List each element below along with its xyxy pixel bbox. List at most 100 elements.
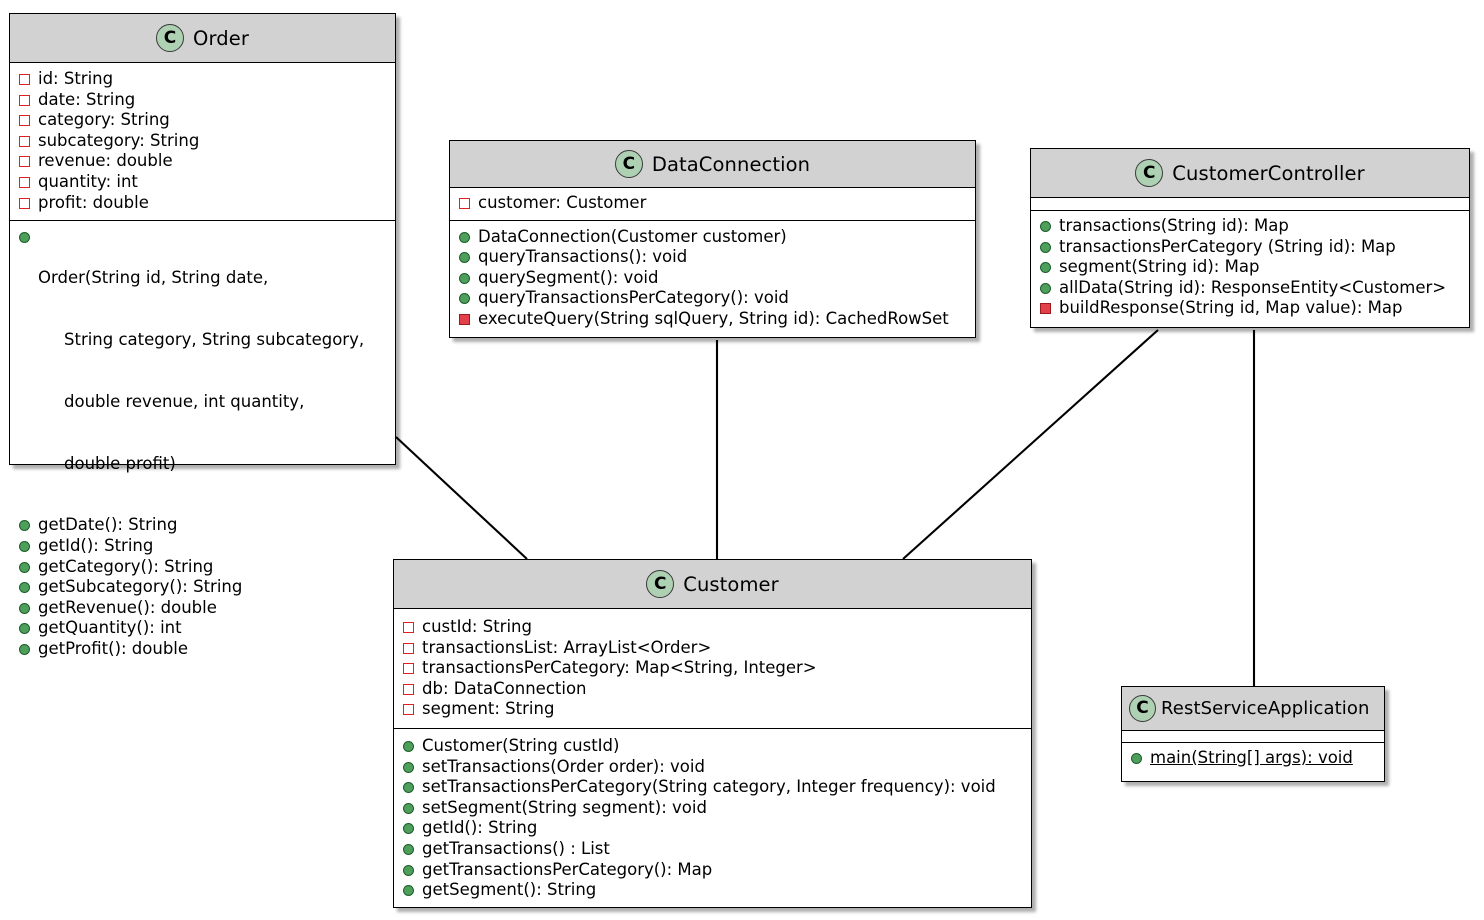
methods-compartment-order: Order(String id, String date, String cat… [10,221,395,666]
class-box-dataconnection[interactable]: C DataConnection customer: Customer Data… [449,140,976,338]
public-method-icon [459,231,470,243]
class-icon: C [1135,159,1164,187]
method-row: transactionsPerCategory (String id): Map [1040,237,1461,258]
method-continuation: double revenue, int quantity, [64,391,305,411]
class-box-customer[interactable]: C Customer custId: String transactionsLi… [393,559,1032,908]
method-row: getProfit(): double [19,639,387,660]
public-method-icon [19,520,30,532]
class-header-order: C Order [10,14,395,63]
private-field-icon [19,115,30,127]
attribute-row: customer: Customer [459,193,967,214]
class-name-label: Customer [683,572,779,596]
methods-compartment-customercontroller: transactions(String id): Map transaction… [1031,211,1469,326]
attribute-row: transactionsPerCategory: Map<String, Int… [403,658,1023,679]
class-name-label: CustomerController [1172,161,1365,185]
attribute-row: quantity: int [19,172,387,193]
private-field-icon [403,683,414,695]
private-field-icon [403,642,414,654]
method-continuation: double profit) [64,453,176,473]
methods-compartment-customer: Customer(String custId) setTransactions(… [394,729,1031,908]
public-method-icon [403,843,414,855]
private-field-icon [19,74,30,85]
attribute-row: db: DataConnection [403,679,1023,700]
method-row: Order(String id, String date, String cat… [19,227,387,515]
class-name-label: Order [193,26,249,50]
public-method-icon [19,623,30,635]
method-row: getQuantity(): int [19,618,387,639]
connector-customercontroller-customer [902,329,1159,560]
private-field-icon [403,704,414,716]
class-header-restserviceapplication: C RestServiceApplication [1122,687,1384,731]
public-method-icon [403,802,414,814]
class-header-customer: C Customer [394,560,1031,609]
public-method-icon [403,761,414,773]
class-box-restserviceapplication[interactable]: C RestServiceApplication main(String[] a… [1121,686,1385,782]
private-field-icon [19,176,30,188]
method-row: getTransactionsPerCategory(): Map [403,860,1023,881]
method-row: getTransactions() : List [403,839,1023,860]
method-row: transactions(String id): Map [1040,216,1461,237]
public-method-icon [19,232,30,244]
method-row: getSubcategory(): String [19,577,387,598]
attributes-compartment-restserviceapplication [1122,731,1384,743]
method-row: getDate(): String [19,515,387,536]
class-header-customercontroller: C CustomerController [1031,149,1469,198]
private-method-icon [459,313,470,325]
public-method-icon [1040,221,1051,232]
method-row: main(String[] args): void [1131,748,1376,769]
method-row: segment(String id): Map [1040,257,1461,278]
attribute-row: date: String [19,90,387,111]
method-continuation: String category, String subcategory, [64,330,365,350]
class-name-label: RestServiceApplication [1161,698,1370,719]
public-method-icon [459,293,470,305]
private-field-icon [19,197,30,209]
public-method-icon [459,252,470,264]
attribute-row: revenue: double [19,151,387,172]
method-row: querySegment(): void [459,268,967,289]
attributes-compartment-order: id: String date: String category: String… [10,63,395,222]
public-method-icon [403,823,414,835]
method-row: getRevenue(): double [19,598,387,619]
public-method-icon [1131,753,1142,764]
private-field-icon [19,94,30,106]
method-row: executeQuery(String sqlQuery, String id)… [459,309,967,330]
connector-order-customer [395,436,528,560]
class-icon: C [646,570,675,598]
method-row: setTransactions(Order order): void [403,757,1023,778]
class-icon: C [1129,695,1156,722]
attributes-compartment-dataconnection: customer: Customer [450,188,975,221]
public-method-icon [403,885,414,897]
attribute-row: category: String [19,110,387,131]
public-method-icon [19,561,30,573]
method-row: getId(): String [403,818,1023,839]
method-row: buildResponse(String id, Map value): Map [1040,298,1461,319]
attribute-row: profit: double [19,193,387,214]
methods-compartment-restserviceapplication: main(String[] args): void [1122,743,1384,776]
private-field-icon [19,156,30,168]
method-row: DataConnection(Customer customer) [459,227,967,248]
attributes-compartment-customer: custId: String transactionsList: ArrayLi… [394,609,1031,729]
method-row: getCategory(): String [19,557,387,578]
private-field-icon [403,663,414,675]
method-row: queryTransactions(): void [459,247,967,268]
attribute-row: segment: String [403,699,1023,720]
attribute-row: id: String [19,69,387,90]
public-method-icon [403,864,414,876]
private-method-icon [1040,303,1051,315]
class-box-customercontroller[interactable]: C CustomerController transactions(String… [1030,148,1470,328]
class-box-order[interactable]: C Order id: String date: String category… [9,13,396,658]
public-method-icon [1040,262,1051,274]
attribute-row: custId: String [403,617,1023,638]
private-field-icon [19,135,30,147]
public-method-icon [19,582,30,594]
public-method-icon [19,644,30,656]
public-method-icon [1040,241,1051,253]
method-row: setSegment(String segment): void [403,798,1023,819]
method-row: Customer(String custId) [403,736,1023,757]
class-header-dataconnection: C DataConnection [450,141,975,188]
method-row: getId(): String [19,536,387,557]
attributes-compartment-customercontroller [1031,198,1469,211]
attribute-row: subcategory: String [19,131,387,152]
public-method-icon [1040,282,1051,294]
